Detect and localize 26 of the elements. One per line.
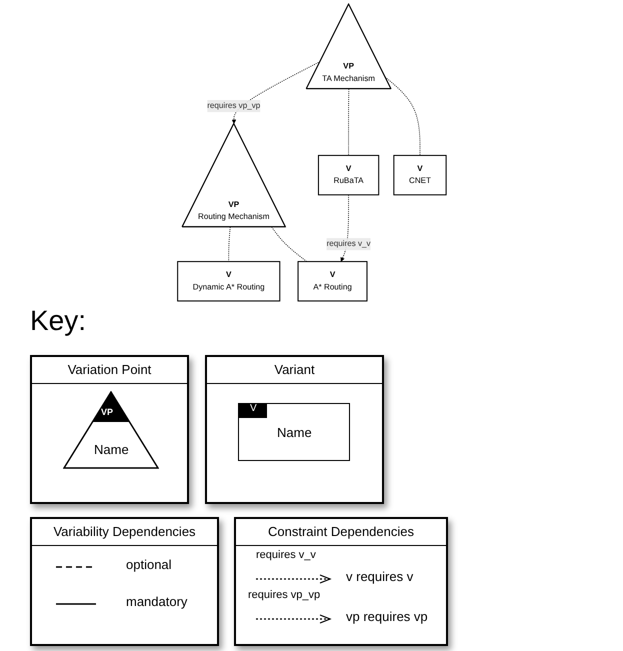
panel-heading: Constraint Dependencies	[267, 524, 415, 539]
panel-heading: Variation Point	[66, 362, 152, 377]
constraint-label: requires vp_vp	[248, 589, 320, 601]
key-heading: Key:	[30, 305, 86, 337]
node-box: V A* Routing	[297, 261, 368, 302]
vp-tag: VP	[101, 407, 114, 417]
legend-text: mandatory	[126, 594, 188, 609]
symbol-label: Name	[277, 425, 312, 440]
edge-label: requires vp_vp	[206, 102, 260, 110]
symbol-label: Name	[94, 442, 129, 457]
connector	[270, 226, 307, 262]
edge-label: requires v_v	[326, 240, 370, 248]
node-box: V RuBaTA	[318, 154, 379, 196]
node-box: V CNET	[392, 154, 446, 196]
connector	[348, 88, 349, 156]
legend-text: v requires v	[346, 569, 414, 584]
constraint-label: requires v_v	[256, 549, 316, 561]
legend-text: optional	[126, 557, 172, 572]
arrow	[340, 194, 349, 262]
panel-heading: Variability Dependencies	[52, 524, 197, 539]
panel-heading: Variant	[273, 362, 316, 377]
node-box: V Dynamic A* Routing	[176, 261, 280, 302]
connector	[384, 76, 420, 156]
connector	[228, 226, 230, 262]
v-tag: V	[250, 403, 257, 414]
legend-text: vp requires vp	[346, 609, 428, 624]
